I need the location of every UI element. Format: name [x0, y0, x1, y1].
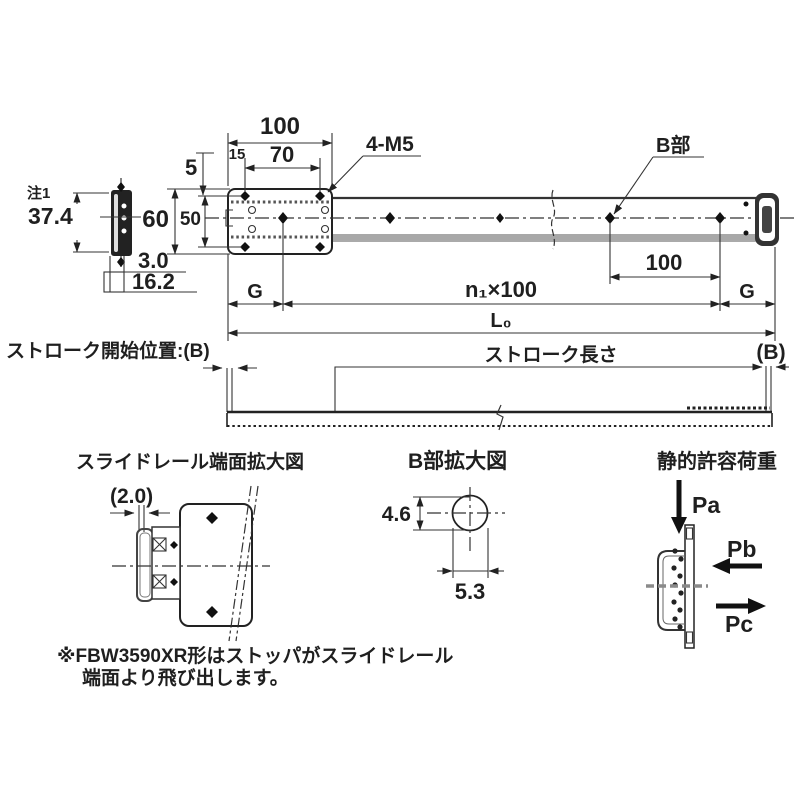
dim-50-label: 50 — [180, 209, 201, 230]
rail-hole — [715, 212, 725, 224]
dim-L0-label: L₀ — [490, 310, 511, 332]
stroke-start-label: ストローク開始位置:(B) — [6, 339, 210, 362]
rail-hole — [385, 212, 395, 224]
leader-line — [327, 155, 364, 193]
dim-5-3-label: 5.3 — [455, 579, 486, 604]
stroke-end-label: (B) — [756, 341, 785, 364]
stroke-length-label: ストローク長さ — [484, 344, 617, 366]
plate-hole-diamond — [206, 606, 218, 618]
rail-back-inner — [139, 532, 151, 598]
hatch-hole-bottom — [152, 574, 167, 589]
ball-column — [671, 548, 684, 630]
dim-16-2-label: 16.2 — [132, 269, 175, 294]
footnote-line1: ※FBW3590XR形はストッパがスライドレール — [57, 644, 453, 667]
pc-label: Pc — [725, 611, 753, 637]
slider-bracket-inner — [662, 555, 685, 625]
ball-detail — [121, 228, 127, 234]
dim-70-label: 70 — [270, 142, 294, 167]
end-cap-core — [762, 206, 772, 233]
tick-diamond — [117, 182, 125, 192]
diagonal-break-line — [235, 485, 259, 642]
bar-break-mark — [496, 404, 504, 431]
b-section-detail-view: B部拡大図 4.6 5.3 — [382, 449, 507, 604]
break-line — [550, 189, 556, 250]
b-detail-title: B部拡大図 — [408, 449, 507, 473]
note1-label: 注1 — [27, 184, 50, 202]
dim-g-right-label: G — [739, 281, 755, 303]
dim-100-right-label: 100 — [646, 250, 683, 275]
slider-hole — [170, 578, 178, 586]
stroke-length-dim — [334, 363, 763, 413]
label-b-section: B部 — [656, 133, 690, 157]
diagonal-break-line — [228, 485, 252, 642]
rail-side-section-view: 注1 37.4 3.0 16.2 — [27, 178, 197, 294]
slider-bracket — [657, 550, 685, 631]
dim-100-top-label: 100 — [260, 113, 300, 140]
dim-2-0-label: (2.0) — [110, 485, 153, 508]
dim-4-6-label: 4.6 — [382, 503, 411, 526]
rail-back-profile — [136, 528, 154, 602]
pa-arrow-head — [671, 517, 687, 534]
plate-hole-diamond — [206, 512, 218, 524]
end-dot — [743, 201, 749, 207]
rail-hole — [605, 212, 615, 224]
dim-37-4-label: 37.4 — [28, 203, 73, 229]
plate-slot-bottom — [685, 631, 694, 644]
rail-bottom-band — [332, 234, 757, 240]
dim-pitch-run-label: n₁×100 — [465, 277, 537, 302]
plate-hole — [320, 224, 330, 234]
pc-arrow-head — [748, 598, 766, 614]
plate-hole — [247, 224, 257, 234]
dim-5-label: 5 — [185, 155, 197, 180]
rail-hole — [278, 212, 288, 224]
dim-15-label: 15 — [229, 146, 246, 163]
tapped-hole — [240, 242, 250, 252]
rail-hole — [496, 213, 504, 223]
label-4-m5: 4-M5 — [366, 133, 414, 156]
slider-hole — [170, 541, 178, 549]
plate-slot-top — [685, 527, 694, 540]
ball-detail — [121, 215, 127, 221]
tapped-hole — [315, 191, 325, 201]
footnote-line2: 端面より飛び出します。 — [82, 666, 289, 689]
dim-g-left-label: G — [247, 281, 263, 303]
stroke-view: ストローク開始位置:(B) ストローク長さ (B) — [6, 339, 789, 431]
footnote: ※FBW3590XR形はストッパがスライドレール 端面より飛び出します。 — [57, 644, 453, 689]
end-face-title: スライドレール端面拡大図 — [76, 450, 304, 473]
plate-hole — [247, 205, 257, 215]
hatch-hole-top — [152, 537, 167, 552]
static-load-diagram: 静的許容荷重 Pa Pb Pc — [646, 449, 777, 649]
tapped-hole — [240, 191, 250, 201]
tapped-hole — [315, 242, 325, 252]
rail-front-view: 100 15 70 5 60 50 4-M5 B部 100 G n₁×100 G… — [142, 113, 795, 341]
plate-hole — [320, 205, 330, 215]
ball-detail — [121, 203, 127, 209]
pb-arrow-head — [712, 558, 730, 574]
dim-3-0-label: 3.0 — [138, 248, 169, 273]
tick-diamond — [117, 257, 125, 267]
foot-outline — [103, 271, 125, 293]
end-dot — [743, 230, 749, 236]
end-face-detail-view: スライドレール端面拡大図 (2.0) — [76, 450, 304, 642]
leader-line — [613, 156, 654, 215]
load-title: 静的許容荷重 — [657, 449, 777, 473]
dim-60-label: 60 — [142, 206, 169, 233]
pa-label: Pa — [692, 492, 720, 518]
pb-label: Pb — [727, 536, 756, 562]
rail-slot — [114, 194, 118, 252]
